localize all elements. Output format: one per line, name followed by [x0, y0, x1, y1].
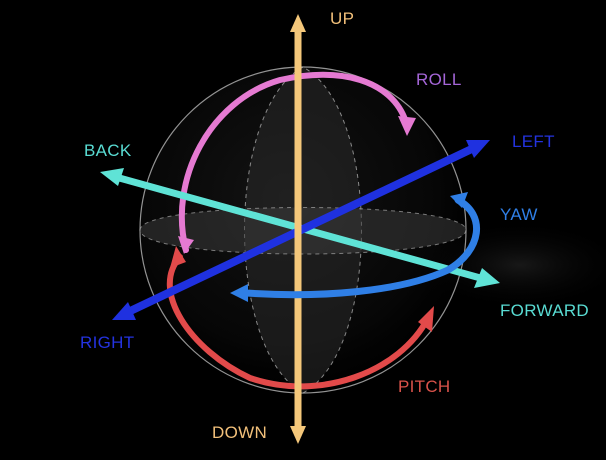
label-pitch: PITCH — [398, 377, 451, 396]
roll-arrow — [178, 71, 416, 254]
label-right: RIGHT — [80, 333, 134, 352]
yaw-arrow — [230, 192, 481, 302]
label-back: BACK — [84, 141, 132, 160]
label-down: DOWN — [212, 423, 267, 442]
label-roll: ROLL — [416, 70, 462, 89]
label-forward: FORWARD — [500, 301, 589, 320]
label-up: UP — [330, 9, 354, 28]
label-left: LEFT — [512, 132, 555, 151]
up-down-axis — [290, 14, 306, 444]
label-yaw: YAW — [500, 205, 538, 224]
